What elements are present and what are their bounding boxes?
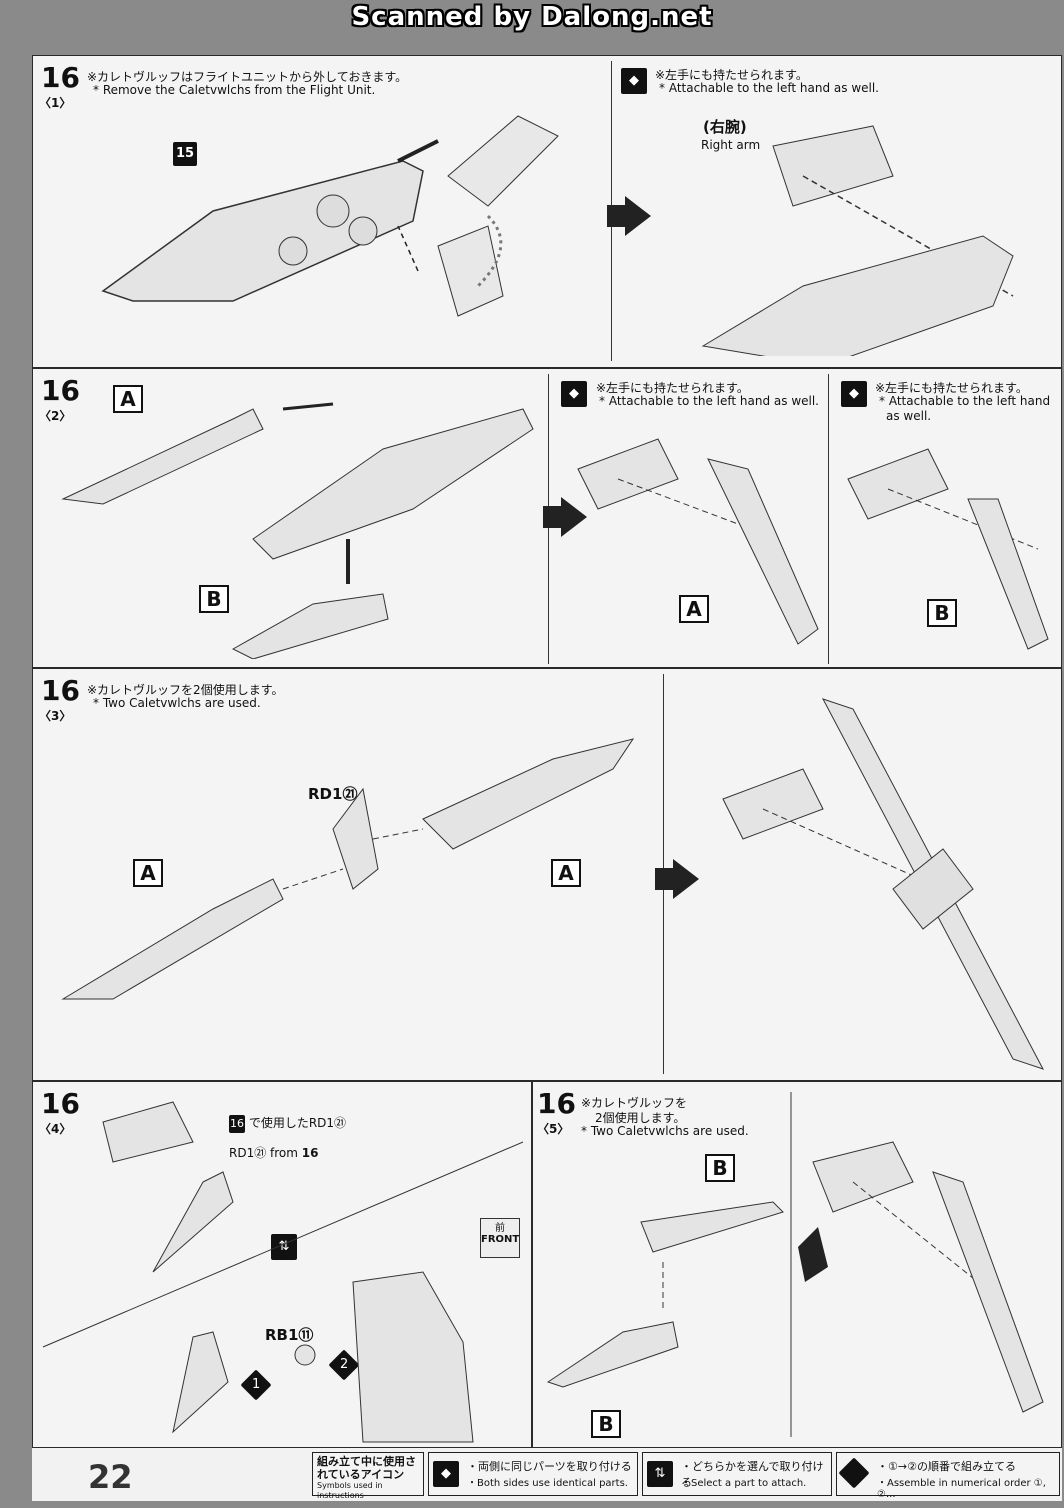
part-label-b: B [199, 585, 229, 613]
step-16-5-panel: 16 〈5〉 ※カレトヴルッフを 2個使用します。 * Two Caletvwl… [532, 1081, 1062, 1448]
legend-order: ・①→②の順番で組み立てる ・Assemble in numerical ord… [836, 1452, 1060, 1500]
right-arm-label-jp: (右腕) [703, 118, 747, 136]
flight-unit-parts-illustration [397, 115, 559, 317]
both-sides-icon: ◆ [561, 381, 587, 407]
step-number: 16 [537, 1087, 576, 1120]
select-part-icon: ⇅ [271, 1234, 297, 1260]
divider [828, 374, 829, 664]
step-ref: 16 [301, 1146, 319, 1160]
part-label-a-right: A [551, 859, 581, 887]
part-code: RB1⑪ [265, 1324, 313, 1345]
front-label-jp: 前 [495, 1223, 505, 1234]
note-jp: ※カレトヴルッフを [581, 1096, 688, 1110]
legend-en: ・Assemble in numerical order ①, ②... [877, 1478, 1046, 1500]
legend-title: 組み立て中に使用されているアイコン Symbols used in instru… [312, 1452, 424, 1500]
part-code-name: RD1 [308, 785, 343, 803]
part-code-number: ㉑ [342, 785, 358, 803]
part-code-name: RB1 [265, 1326, 299, 1344]
legend-both-sides: ◆ ・両側に同じパーツを取り付ける ・Both sides use identi… [428, 1452, 638, 1496]
note-jp: 16 で使用したRD1㉑ [229, 1114, 346, 1133]
select-part-icon: ⇅ [647, 1461, 673, 1487]
note-jp: ※カレトヴルッフはフライトユニットから外しておきます。 [87, 70, 408, 84]
part-code-number: ⑪ [298, 1326, 314, 1344]
blade-separation-illustration [61, 402, 534, 659]
part-label-b-bottom: B [591, 1410, 621, 1438]
step-16-1-panel: 16 〈1〉 ※カレトヴルッフはフライトユニットから外しておきます。 * Rem… [32, 55, 1062, 368]
note-en: * Two Caletvwlchs are used. [93, 696, 261, 710]
step-substep: 〈4〉 [39, 1122, 72, 1136]
note-jp-continued: 2個使用します。 [595, 1111, 686, 1125]
part-label-b: B [927, 599, 957, 627]
note-jp: ※カレトヴルッフを2個使用します。 [87, 683, 284, 697]
armed-hand-illustration [701, 125, 1014, 356]
part-label-a: A [113, 385, 143, 413]
legend-en: ・Both sides use identical parts. [467, 1478, 628, 1489]
next-arrow-icon [607, 196, 651, 236]
step-number: 16 [41, 374, 80, 407]
note-en: * Attachable to the left hand [879, 394, 1051, 408]
legend-title-en: Symbols used in instructions [317, 1481, 383, 1500]
part-label-b-top: B [705, 1154, 735, 1182]
hand-holding-blade-b-illustration [847, 448, 1049, 650]
note-jp-text: で使用したRD1㉑ [248, 1116, 347, 1130]
caletvwlch-assembly-illustration [101, 160, 424, 302]
legend-jp: ・両側に同じパーツを取り付ける [467, 1460, 632, 1473]
step-number: 16 [41, 61, 80, 94]
step-substep: 〈5〉 [537, 1122, 570, 1136]
legend-en: ・Select a part to attach. [681, 1478, 807, 1489]
step-substep: 〈1〉 [39, 96, 72, 110]
both-sides-icon: ◆ [621, 68, 647, 94]
part-label-a: A [679, 595, 709, 623]
legend-jp: ・①→②の順番で組み立てる [877, 1460, 1016, 1473]
next-arrow-icon [655, 859, 699, 899]
note-en-text: RD1㉑ from [229, 1146, 298, 1160]
hand-holding-blade-a-illustration [577, 438, 819, 645]
dagger-attachment-illustration [42, 1101, 524, 1443]
both-sides-icon: ◆ [433, 1461, 459, 1487]
note-jp: ※左手にも持たせられます。 [875, 381, 1028, 395]
step-ref-badge: 16 [229, 1115, 245, 1133]
legend-jp: ・どちらかを選んで取り付ける [681, 1460, 824, 1489]
step-16-2-panel: 16 〈2〉 A B ◆ ※左手にも持たせられます。 * Attachable … [32, 368, 1062, 668]
part-code: RD1㉑ [308, 783, 357, 804]
note-en: * Attachable to the left hand as well. [599, 394, 819, 408]
step-number: 16 [41, 1087, 80, 1120]
hand-holding-twin-blade-illustration [722, 698, 1045, 1070]
both-sides-icon: ◆ [841, 381, 867, 407]
note-en-continued: as well. [886, 409, 932, 423]
order-icon [838, 1457, 870, 1489]
short-blade-assembly-illustration [546, 1092, 1044, 1437]
step-substep: 〈2〉 [39, 409, 72, 423]
note-jp: ※左手にも持たせられます。 [596, 381, 749, 395]
note-en: RD1㉑ from 16 [229, 1144, 319, 1161]
next-arrow-icon [543, 497, 587, 537]
part-label-a-left: A [133, 859, 163, 887]
part-number-badge: 15 [173, 142, 197, 166]
note-en: * Two Caletvwlchs are used. [581, 1124, 749, 1138]
note-en: * Attachable to the left hand as well. [659, 81, 879, 95]
step-number: 16 [41, 674, 80, 707]
legend-title-jp: 組み立て中に使用されているアイコン [317, 1455, 416, 1481]
right-arm-label-en: Right arm [701, 138, 761, 152]
note-jp: ※左手にも持たせられます。 [655, 68, 808, 82]
page-number: 22 [88, 1458, 133, 1496]
note-en: * Remove the Caletvwlchs from the Flight… [93, 83, 376, 97]
step-substep: 〈3〉 [39, 709, 72, 723]
twin-blade-assembly-illustration [61, 738, 635, 1000]
scan-credit: Scanned by Dalong.net [351, 2, 713, 32]
front-label-en: FRONT [481, 1234, 520, 1245]
step-16-3-panel: 16 〈3〉 ※カレトヴルッフを2個使用します。 * Two Caletvwlc… [32, 668, 1062, 1081]
legend-select-part: ⇅ ・どちらかを選んで取り付ける ・Select a part to attac… [642, 1452, 832, 1496]
